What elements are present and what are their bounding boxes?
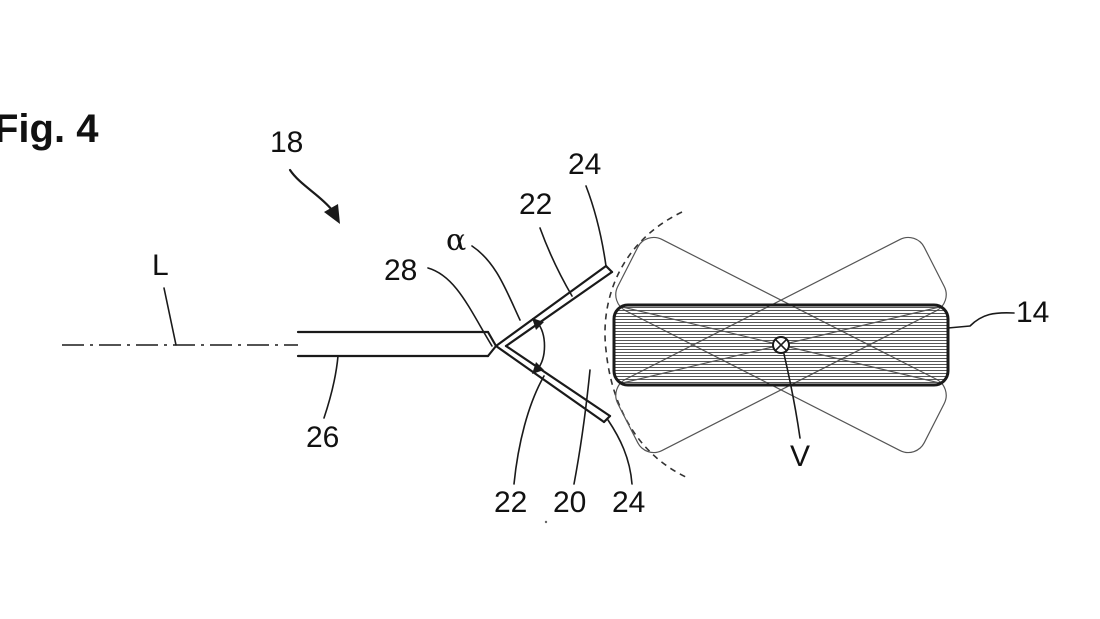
shaft-26 [296,330,490,358]
label-V-leader [783,353,801,439]
label-L-leader [163,287,177,346]
label-24-lower-leader [607,419,633,485]
label-14-leader [947,311,1015,329]
scan-dot [544,520,548,524]
angle-arrowhead-bottom [532,362,544,374]
label-14: 14 [1016,296,1049,329]
label-24-upper-leader [585,185,607,267]
axis-v-marker [772,336,790,354]
label-26-leader [323,355,339,419]
label-22-upper: 22 [519,188,552,221]
angle-arc [536,321,546,371]
label-20-leader [573,369,591,485]
label-24-lower: 24 [612,486,645,519]
swing-arc [604,211,689,479]
label-22-lower-leader [513,375,545,485]
label-alpha-leader [471,245,521,321]
label-18: 18 [270,126,303,159]
label-alpha: α [446,223,466,258]
label-28-leader [427,267,493,347]
figure-title: Fig. 4 [0,107,99,151]
arrow-18 [288,168,334,212]
label-L: L [152,249,169,282]
arrowhead-18 [324,204,340,224]
angle-arrowhead-top [532,318,544,330]
label-24-upper: 24 [568,148,601,181]
label-22-lower: 22 [494,486,527,519]
label-20: 20 [553,486,586,519]
label-V: V [790,440,810,473]
label-28: 28 [384,254,417,287]
label-22-upper-leader [539,227,573,297]
label-26: 26 [306,421,339,454]
